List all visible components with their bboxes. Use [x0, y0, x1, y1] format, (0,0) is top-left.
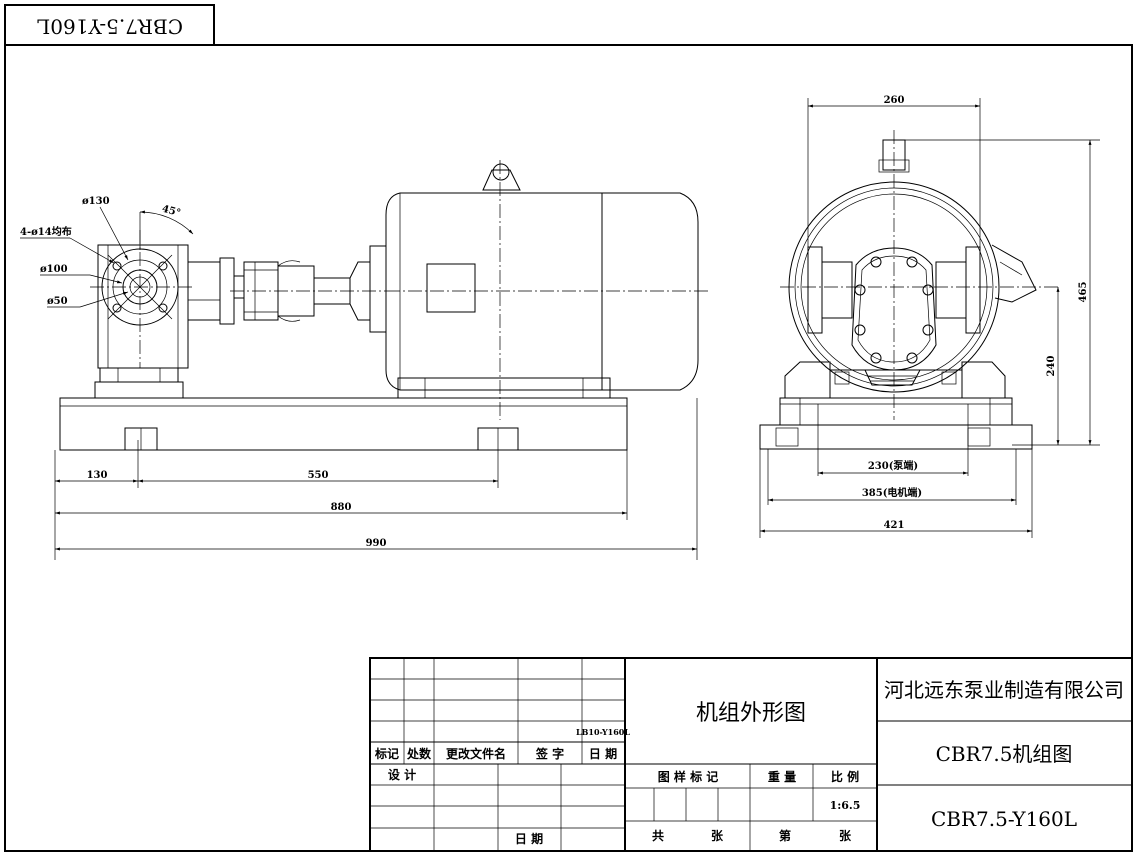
end-view: 260 465 240 230(泵端) 385(电机端) 421 [759, 95, 1100, 538]
dim-260: 260 [884, 95, 905, 106]
attr-weight: 重 量 [768, 769, 796, 784]
sheet-border [4, 44, 1133, 852]
pump-flange [90, 210, 195, 368]
attr-drawing-mark: 图 样 标 记 [658, 769, 719, 784]
side-view-dimensions: 130 550 880 990 [54, 398, 698, 560]
end-view-dimensions: 260 465 240 230(泵端) 385(电机端) 421 [759, 95, 1100, 538]
attr-scale: 比 例 [831, 769, 859, 784]
end-view-pump-support [784, 361, 1006, 476]
drawing-name-section: 机组外形图 图 样 标 记 重 量 比 例 1:6.5 共 张 第 张 [625, 701, 877, 851]
shaft-coupling [230, 260, 386, 322]
dim-421: 421 [884, 520, 905, 531]
label-angle: 45° [161, 204, 182, 220]
header-file: 更改文件名 [446, 746, 506, 761]
pump-body [94, 244, 235, 399]
label-d100: ø100 [40, 264, 68, 275]
drawing-name: 机组外形图 [696, 701, 806, 726]
scale-value: 1:6.5 [830, 799, 861, 812]
date-label: 日 期 [515, 831, 543, 846]
footer-no: 第 [779, 828, 791, 843]
model-note: LB10-Y160L [576, 727, 630, 737]
side-view: 130 550 880 990 ø130 4-ø14均布 ø100 ø50 45… [20, 160, 710, 560]
company-section: 河北远东泵业制造有限公司 CBR7.5机组图 CBR7.5-Y160L [877, 678, 1132, 831]
dim-130: 130 [87, 470, 108, 481]
footer-sheets-b: 张 [839, 828, 852, 843]
footer-sheets-a: 张 [711, 828, 724, 843]
drawing-title: CBR7.5机组图 [936, 742, 1073, 766]
dim-880: 880 [331, 502, 352, 513]
header-sign: 签 字 [535, 746, 564, 761]
end-view-motor-shell [788, 139, 1037, 393]
side-view-callouts: ø130 4-ø14均布 ø100 ø50 45° [20, 196, 182, 308]
dim-240: 240 [1046, 356, 1057, 377]
corner-label: CBR7.5-Y160L [37, 15, 183, 39]
dim-465: 465 [1078, 282, 1089, 303]
label-d130: ø130 [82, 196, 110, 207]
corner-label-box: CBR7.5-Y160L [4, 4, 215, 46]
base-frame [59, 397, 628, 451]
end-view-base [759, 397, 1033, 450]
drawing-number: CBR7.5-Y160L [931, 807, 1077, 831]
header-count: 处数 [406, 746, 432, 761]
footer-total: 共 [652, 828, 664, 843]
dim-990: 990 [366, 538, 387, 549]
dim-230: 230(泵端) [868, 459, 918, 472]
dim-550: 550 [308, 470, 329, 481]
design-label: 设 计 [388, 767, 416, 782]
dim-385: 385(电机端) [862, 486, 922, 499]
header-date: 日 期 [589, 746, 617, 761]
label-bolt-holes: 4-ø14均布 [20, 225, 72, 238]
motor [369, 160, 710, 420]
title-block: LB10-Y160L 标记 处数 更改文件名 签 字 日 期 设 计 日 期 机… [369, 657, 1133, 852]
company-name: 河北远东泵业制造有限公司 [884, 678, 1124, 702]
label-d50: ø50 [47, 296, 68, 307]
revision-grid: LB10-Y160L 标记 处数 更改文件名 签 字 日 期 设 计 日 期 [370, 658, 630, 851]
end-view-pump [780, 130, 1060, 420]
header-mark: 标记 [374, 746, 399, 761]
